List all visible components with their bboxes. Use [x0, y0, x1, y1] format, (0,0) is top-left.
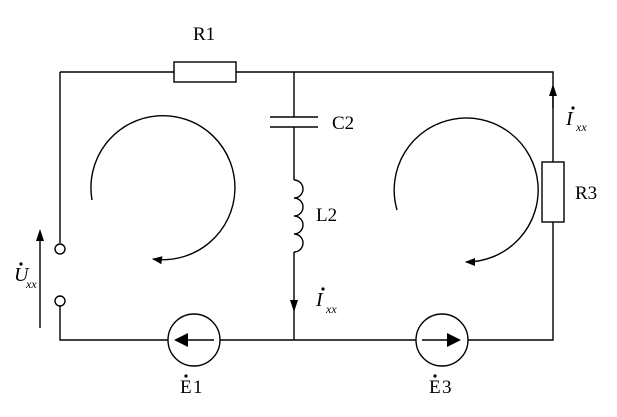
label-r3: R3: [575, 183, 597, 204]
label-u: U: [14, 264, 30, 286]
current-arrow-middle-head: [290, 300, 298, 312]
label-i-right-sub: xx: [575, 120, 587, 134]
label-i-middle-sub: xx: [325, 302, 337, 316]
bottom-wire-left: [59, 306, 168, 341]
i-middle-dot: [321, 287, 325, 291]
voltage-source-e3: [415, 313, 469, 367]
i-right-dot: [571, 106, 575, 110]
terminal-bottom: [54, 295, 66, 307]
e1-dot: [184, 374, 188, 378]
voltage-source-e1: [167, 313, 221, 367]
capacitor-c2: [270, 116, 318, 128]
label-c2: C2: [332, 113, 354, 134]
label-r1: R1: [193, 24, 215, 45]
label-u-sub: xx: [25, 277, 37, 291]
current-arrow-right-head: [549, 84, 557, 96]
label-i-right: I: [565, 108, 574, 130]
label-e3-main: E: [429, 377, 441, 398]
loop-arrow-right: [393, 117, 539, 266]
terminal-top: [54, 243, 66, 255]
voltage-arrow-head: [36, 229, 44, 241]
resistor-r1: [173, 61, 237, 83]
wires: [59, 71, 554, 341]
e3-dot: [433, 374, 437, 378]
right-wire-lower: [468, 222, 554, 341]
inductor-l2: [293, 179, 304, 253]
label-i-middle: I: [315, 289, 324, 311]
label-l2: L2: [316, 205, 337, 226]
loop-arrow-left: [90, 114, 236, 265]
label-e1-index: 1: [193, 377, 203, 398]
label-e1-main: E: [180, 377, 192, 398]
u-dot: [19, 262, 23, 266]
top-wire-right: [236, 71, 554, 162]
resistor-r3: [541, 161, 565, 223]
label-e3-index: 3: [442, 377, 452, 398]
